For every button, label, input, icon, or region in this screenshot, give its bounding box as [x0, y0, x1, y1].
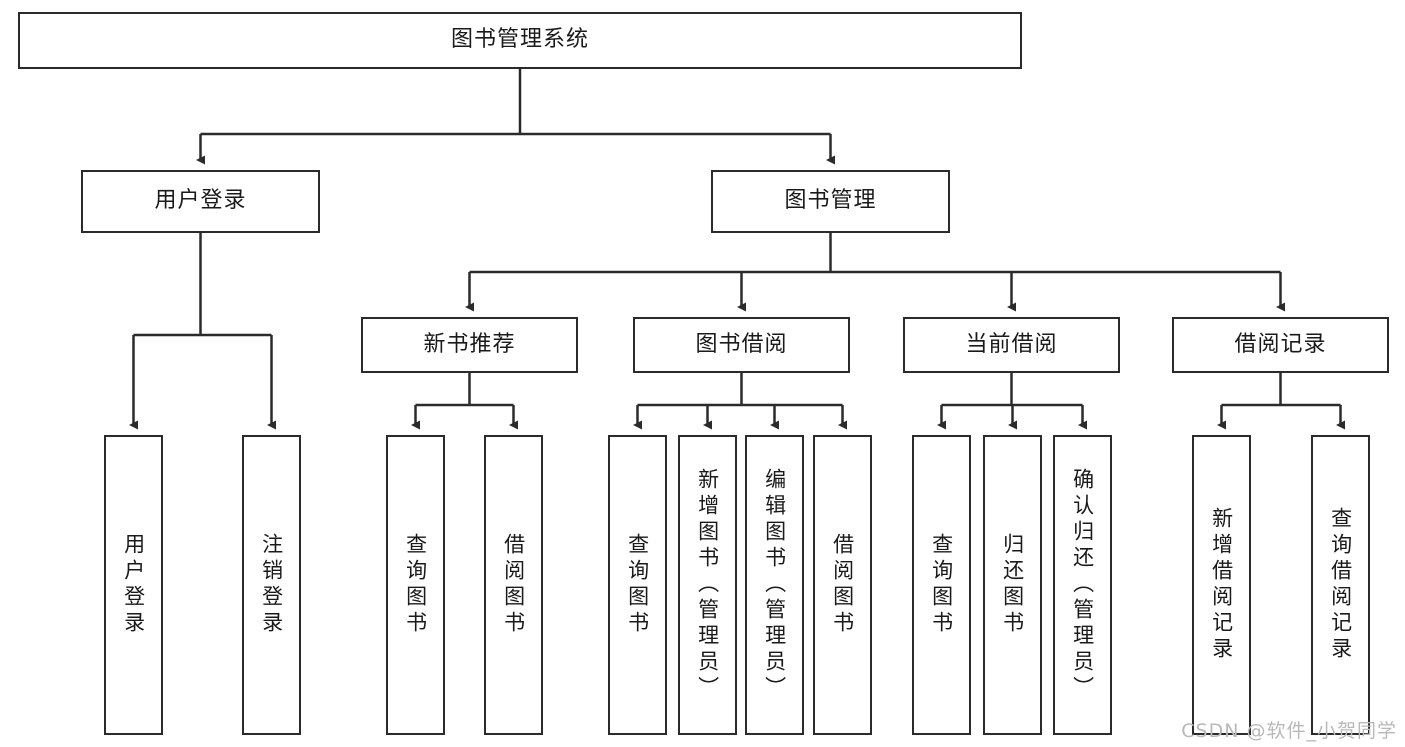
node-label: 确认归还（管理员） — [1070, 468, 1095, 702]
node-label: 新增借阅记录 — [1209, 507, 1234, 663]
node-leaf-borrow-edit-book[interactable]: 编辑图书（管理员） — [745, 435, 804, 735]
node-leaf-user-logout[interactable]: 注销登录 — [242, 435, 301, 735]
node-leaf-borrow-query-book[interactable]: 查询图书 — [608, 435, 667, 735]
node-label: 编辑图书（管理员） — [762, 468, 787, 702]
node-label: 当前借阅 — [965, 331, 1058, 357]
node-new-book-recommend[interactable]: 新书推荐 — [361, 317, 578, 373]
node-label: 查询借阅记录 — [1328, 507, 1353, 663]
node-leaf-record-add[interactable]: 新增借阅记录 — [1192, 435, 1251, 735]
node-label: 用户登录 — [121, 533, 146, 637]
node-leaf-borrow-add-book[interactable]: 新增图书（管理员） — [678, 435, 737, 735]
node-label: 新增图书（管理员） — [695, 468, 720, 702]
node-leaf-current-return-book[interactable]: 归还图书 — [983, 435, 1042, 735]
node-leaf-user-login[interactable]: 用户登录 — [104, 435, 163, 735]
node-leaf-rec-query-book[interactable]: 查询图书 — [386, 435, 445, 735]
node-label: 借阅图书 — [501, 533, 526, 637]
node-root[interactable]: 图书管理系统 — [18, 12, 1022, 69]
node-label: 图书管理系统 — [450, 27, 589, 53]
node-book-manage[interactable]: 图书管理 — [711, 170, 950, 233]
node-label: 用户登录 — [154, 188, 247, 214]
node-current-borrow[interactable]: 当前借阅 — [903, 317, 1120, 373]
node-user-login[interactable]: 用户登录 — [81, 170, 320, 233]
node-book-borrow[interactable]: 图书借阅 — [633, 317, 850, 373]
node-label: 借阅图书 — [830, 533, 855, 637]
node-leaf-current-confirm-return[interactable]: 确认归还（管理员） — [1053, 435, 1112, 735]
node-label: 图书借阅 — [695, 331, 788, 357]
node-label: 查询图书 — [625, 533, 650, 637]
node-label: 归还图书 — [1000, 533, 1025, 637]
node-label: 查询图书 — [403, 533, 428, 637]
node-label: 注销登录 — [259, 533, 284, 637]
node-label: 图书管理 — [784, 188, 877, 214]
node-label: 查询图书 — [929, 533, 954, 637]
node-borrow-record[interactable]: 借阅记录 — [1172, 317, 1389, 373]
node-leaf-rec-borrow-book[interactable]: 借阅图书 — [484, 435, 543, 735]
node-leaf-current-query-book[interactable]: 查询图书 — [912, 435, 971, 735]
node-label: 借阅记录 — [1234, 331, 1327, 357]
node-label: 新书推荐 — [423, 331, 516, 357]
node-leaf-record-query[interactable]: 查询借阅记录 — [1311, 435, 1370, 735]
node-leaf-borrow-borrow-book[interactable]: 借阅图书 — [813, 435, 872, 735]
watermark-text: CSDN @软件_小贺同学 — [1181, 720, 1397, 742]
